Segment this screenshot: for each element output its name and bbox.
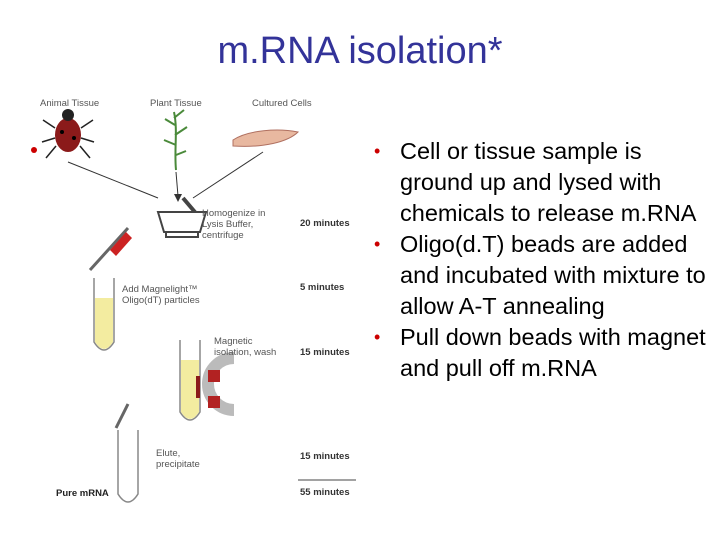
pure-mrna-label: Pure mRNA (56, 488, 109, 499)
bullet-marker: • (374, 234, 381, 254)
pure-mrna-tube (117, 430, 139, 503)
pipette-icon-2 (114, 403, 130, 429)
pipette-icon (88, 226, 132, 272)
tube-with-lysate (93, 278, 115, 351)
plant-icon (163, 109, 188, 171)
total-time: 55 minutes (300, 487, 350, 498)
step-2-time: 5 minutes (300, 282, 345, 293)
bullet-list: •Cell or tissue sample is ground up and … (368, 136, 708, 384)
bullet-item: •Pull down beads with magnet and pull of… (374, 324, 706, 381)
step-4-time: 15 minutes (300, 451, 350, 462)
bullet-item: •Oligo(d.T) beads are added and incubate… (374, 231, 706, 319)
step-3-time: 15 minutes (300, 347, 350, 358)
step-4-label: Elute,precipitate (156, 448, 200, 470)
beetle-icon (31, 109, 95, 159)
cultured-cells-icon (232, 129, 300, 147)
slide-title: m.RNA isolation* (217, 30, 503, 72)
mrna-isolation-diagram: Animal Tissue Plant Tissue Cultured Cell… (28, 90, 358, 510)
magnet-icon (202, 352, 235, 416)
source-animal-tissue: Animal Tissue (40, 98, 100, 109)
bullet-marker: • (374, 141, 381, 161)
source-cultured-cells: Cultured Cells (252, 98, 312, 109)
bullet-item: •Cell or tissue sample is ground up and … (374, 138, 697, 226)
workflow-illustration (31, 109, 356, 503)
tube-in-magnet (179, 340, 201, 421)
step-1-time: 20 minutes (300, 218, 350, 229)
mortar-pestle-icon (156, 196, 208, 238)
bullet-marker: • (374, 327, 381, 347)
source-plant-tissue: Plant Tissue (150, 98, 202, 109)
